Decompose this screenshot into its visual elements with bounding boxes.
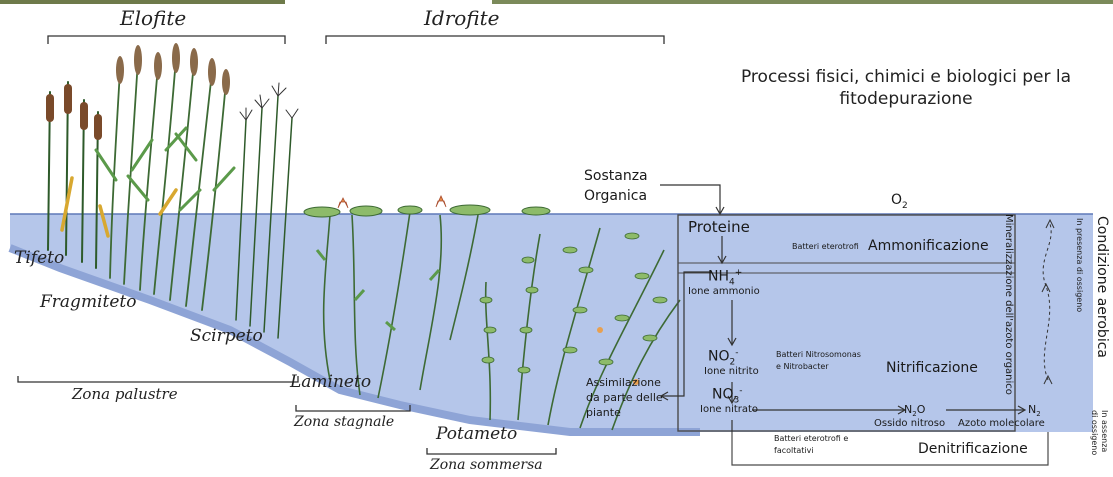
label-organica: Organica bbox=[584, 188, 647, 204]
bracket-elofite bbox=[48, 36, 285, 44]
label-ossido-nitroso: Ossido nitroso bbox=[874, 418, 945, 429]
label-proteine: Proteine bbox=[688, 218, 750, 236]
label-n2: N2 bbox=[1028, 403, 1041, 418]
photo-strip-left bbox=[0, 0, 285, 4]
bracket-zona-sommersa bbox=[427, 448, 556, 454]
label-condizione-aerobica: Condizione aerobica bbox=[1094, 216, 1110, 358]
label-no3: NO3- bbox=[712, 386, 742, 405]
label-ione-nitrito: Ione nitrito bbox=[704, 366, 759, 377]
label-in-presenza-ossigeno: In presenza di ossigeno bbox=[1075, 218, 1084, 312]
label-potameto: Potameto bbox=[436, 424, 517, 444]
label-n2o: N2O bbox=[904, 403, 925, 418]
label-fragmiteto: Fragmiteto bbox=[40, 292, 136, 312]
label-mineralizzazione: Mineralizzazione dell'azoto organico bbox=[1003, 214, 1014, 395]
label-oxygen: O2 bbox=[891, 192, 908, 211]
label-ammonificazione: Ammonificazione bbox=[868, 238, 989, 254]
label-no2: NO2- bbox=[708, 348, 738, 367]
label-in-assenza-1: In assenza bbox=[1100, 410, 1109, 452]
label-assimilazione-2: da parte delle bbox=[586, 391, 663, 404]
label-scirpeto: Scirpeto bbox=[190, 326, 263, 346]
label-batteri-facoltativi-2: facoltativi bbox=[774, 446, 814, 455]
arrow-organic-matter bbox=[660, 185, 720, 213]
photo-strip-right bbox=[492, 0, 1113, 4]
label-nh4: NH4+ bbox=[708, 268, 742, 287]
label-lamineto: Lamineto bbox=[290, 372, 371, 392]
label-idrofite: Idrofite bbox=[424, 6, 500, 30]
label-nitrificazione: Nitrificazione bbox=[886, 360, 978, 376]
label-in-assenza-2: di ossigeno bbox=[1090, 410, 1099, 455]
label-zona-palustre: Zona palustre bbox=[72, 385, 178, 403]
label-e-nitrobacter: e Nitrobacter bbox=[776, 362, 829, 371]
bracket-idrofite bbox=[326, 36, 664, 44]
label-ione-ammonio: Ione ammonio bbox=[688, 286, 760, 297]
label-elofite: Elofite bbox=[120, 6, 186, 30]
label-batteri-eterotrofi: Batteri eterotrofi bbox=[792, 242, 859, 251]
label-assimilazione-3: piante bbox=[586, 406, 621, 419]
label-batteri-nitrosomonas: Batteri Nitrosomonas bbox=[776, 350, 861, 359]
label-batteri-facoltativi-1: Batteri eterotrofi e bbox=[774, 434, 848, 443]
label-zona-stagnale: Zona stagnale bbox=[294, 414, 394, 430]
label-tifeto: Tifeto bbox=[14, 248, 64, 268]
label-assimilazione-1: Assimilazione bbox=[586, 376, 661, 389]
label-zona-sommersa: Zona sommersa bbox=[430, 457, 543, 473]
diagram-title: Processi fisici, chimici e biologici per… bbox=[720, 66, 1092, 110]
bracket-zona-palustre bbox=[18, 376, 298, 382]
label-ione-nitrato: Ione nitrato bbox=[700, 404, 758, 415]
label-azoto-molecolare: Azoto molecolare bbox=[958, 418, 1045, 429]
label-sostanza: Sostanza bbox=[584, 168, 648, 184]
label-denitrificazione: Denitrificazione bbox=[918, 441, 1028, 457]
